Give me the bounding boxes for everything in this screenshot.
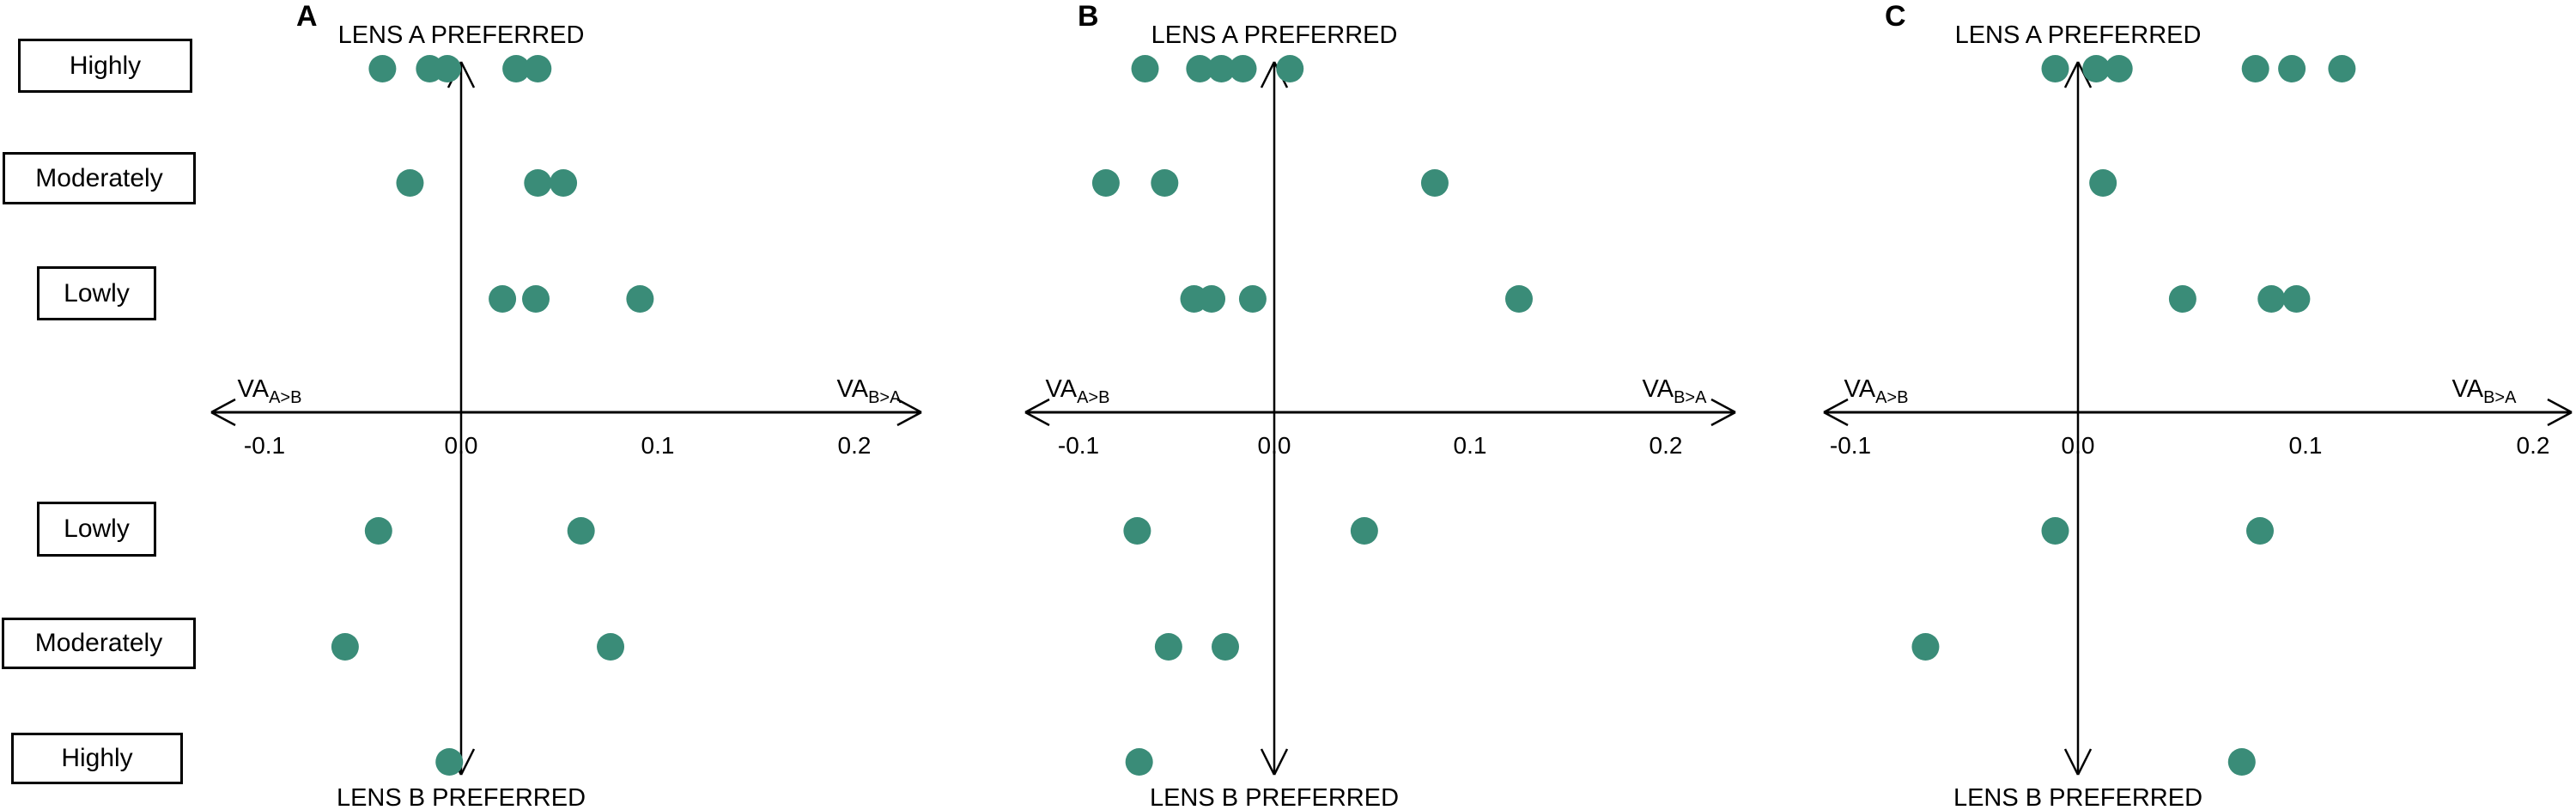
x-axis-left-arrow-icon — [210, 398, 236, 414]
data-point — [1420, 169, 1449, 197]
data-point — [1123, 517, 1151, 545]
data-point — [550, 169, 578, 197]
y-axis-up-arrow-icon — [459, 61, 476, 88]
data-point — [524, 169, 552, 197]
va-a-gt-b-label: VAA>B — [238, 375, 302, 407]
preference-label-moderately-lens-b: Moderately — [2, 618, 196, 669]
x-axis-right-arrow-icon — [1710, 411, 1736, 427]
x-axis-left-arrow-icon — [1823, 411, 1849, 427]
data-point — [1198, 285, 1226, 313]
data-point — [2246, 517, 2274, 545]
data-point — [502, 55, 531, 82]
data-point — [1229, 55, 1257, 82]
x-axis-left-arrow-icon — [210, 411, 236, 427]
data-point — [2241, 55, 2269, 82]
x-tick-label: 0.0 — [1258, 432, 1291, 459]
data-point — [396, 169, 424, 197]
x-axis-left-arrow-icon — [1024, 398, 1050, 414]
x-axis-left-arrow-icon — [1024, 411, 1050, 427]
x-tick-label: 0.1 — [641, 432, 675, 459]
data-point — [1911, 633, 1940, 661]
panel-letter-C: C — [1885, 0, 1906, 33]
x-axis-right-arrow-icon — [2547, 398, 2573, 414]
panel-letter-B: B — [1078, 0, 1099, 33]
data-point — [2328, 55, 2356, 82]
y-axis-up-arrow-icon — [2063, 61, 2080, 88]
lens-a-preferred-label: LENS A PREFERRED — [338, 21, 585, 49]
x-tick-label: -0.1 — [1058, 432, 1099, 459]
y-axis-up-arrow-icon — [1260, 61, 1276, 88]
data-point — [2282, 285, 2311, 313]
y-axis-down-arrow-icon — [1273, 748, 1289, 776]
data-point — [331, 633, 359, 661]
x-tick-label: 0.0 — [2062, 432, 2095, 459]
x-axis-right-arrow-icon — [896, 398, 922, 414]
data-point — [2257, 285, 2286, 313]
data-point — [1186, 55, 1214, 82]
x-axis-right-arrow-icon — [896, 411, 922, 427]
data-point — [2082, 55, 2111, 82]
x-axis-left-arrow-icon — [1823, 398, 1849, 414]
data-point — [2227, 748, 2256, 776]
va-b-gt-a-label: VAB>A — [2452, 375, 2518, 407]
preference-label-lowly-lens-b: Lowly — [37, 502, 156, 557]
data-point — [433, 55, 461, 82]
lens-b-preferred-label: LENS B PREFERRED — [337, 784, 586, 810]
x-tick-label: -0.1 — [244, 432, 285, 459]
data-point — [1131, 55, 1159, 82]
data-point — [626, 285, 654, 313]
x-tick-label: 0.2 — [2517, 432, 2550, 459]
data-point — [524, 55, 552, 82]
data-point — [489, 285, 517, 313]
x-tick-label: 0.2 — [1649, 432, 1683, 459]
preference-label-highly-lens-a: Highly — [18, 39, 192, 93]
lens-b-preferred-label: LENS B PREFERRED — [1150, 784, 1399, 810]
data-point — [567, 517, 595, 545]
data-point — [597, 633, 625, 661]
panel-letter-A: A — [296, 0, 318, 33]
lens-a-preferred-label: LENS A PREFERRED — [1955, 21, 2202, 49]
data-point — [1276, 55, 1304, 82]
data-point — [2041, 55, 2069, 82]
lens-a-preferred-label: LENS A PREFERRED — [1151, 21, 1398, 49]
data-point — [1207, 55, 1236, 82]
data-point — [368, 55, 397, 82]
y-axis-down-arrow-icon — [2063, 748, 2080, 776]
data-point — [1091, 169, 1120, 197]
data-point — [2168, 285, 2196, 313]
data-point — [435, 748, 464, 776]
preference-label-lowly-lens-a: Lowly — [37, 266, 156, 320]
data-point — [2105, 55, 2133, 82]
x-tick-label: 0.1 — [1454, 432, 1487, 459]
x-tick-label: 0.1 — [2289, 432, 2323, 459]
y-axis-down-arrow-icon — [459, 748, 476, 776]
data-point — [1154, 633, 1182, 661]
x-tick-label: 0.2 — [838, 432, 872, 459]
data-point — [2278, 55, 2306, 82]
preference-label-highly-lens-b: Highly — [11, 733, 183, 784]
y-axis-down-arrow-icon — [2076, 748, 2093, 776]
data-point — [2089, 169, 2117, 197]
x-axis-right-arrow-icon — [2547, 411, 2573, 427]
x-axis-right-arrow-icon — [1710, 398, 1736, 414]
y-axis-down-arrow-icon — [1260, 748, 1276, 776]
x-tick-label: 0.0 — [445, 432, 478, 459]
va-b-gt-a-label: VAB>A — [1643, 375, 1708, 407]
preference-label-moderately-lens-a: Moderately — [3, 152, 196, 204]
data-point — [1505, 285, 1533, 313]
x-tick-label: -0.1 — [1830, 432, 1871, 459]
lens-b-preferred-label: LENS B PREFERRED — [1953, 784, 2202, 810]
data-point — [522, 285, 550, 313]
data-point — [1151, 169, 1179, 197]
va-a-gt-b-label: VAA>B — [1844, 375, 1909, 407]
va-a-gt-b-label: VAA>B — [1046, 375, 1110, 407]
data-point — [1125, 748, 1153, 776]
va-b-gt-a-label: VAB>A — [837, 375, 902, 407]
data-point — [1238, 285, 1267, 313]
data-point — [1350, 517, 1378, 545]
data-point — [1212, 633, 1239, 661]
data-point — [364, 517, 392, 545]
data-point — [2041, 517, 2069, 545]
